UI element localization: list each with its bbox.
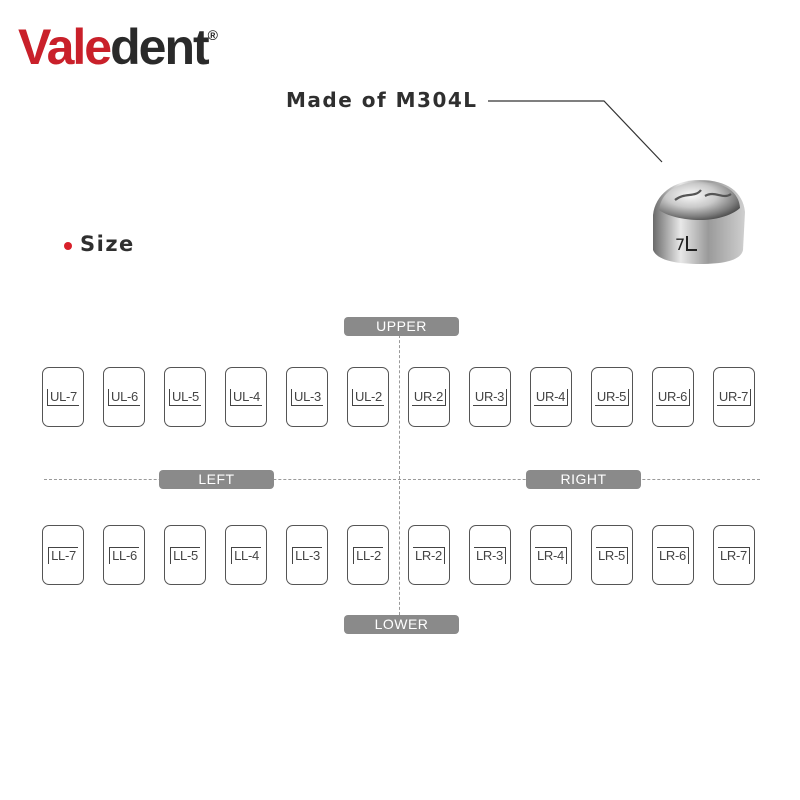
tooth-size-box: LR-6 <box>652 525 694 585</box>
tooth-size-box: LR-7 <box>713 525 755 585</box>
tooth-size-label: LR-2 <box>413 547 445 564</box>
tooth-size-box: LL-2 <box>347 525 389 585</box>
material-label: Made of M304L <box>286 88 478 112</box>
tooth-size-box: LL-4 <box>225 525 267 585</box>
tooth-size-label: UR-6 <box>655 389 691 406</box>
registered-mark: ® <box>207 27 218 44</box>
tooth-size-label: UL-3 <box>291 389 323 406</box>
tooth-size-label: UL-6 <box>108 389 140 406</box>
tooth-size-box: LL-6 <box>103 525 145 585</box>
tooth-size-label: LR-7 <box>718 547 750 564</box>
brand-logo: Valedent® <box>18 22 218 72</box>
tooth-size-label: UR-5 <box>594 389 630 406</box>
tooth-size-box: UL-7 <box>42 367 84 427</box>
tooth-size-label: UR-3 <box>472 389 508 406</box>
tooth-size-label: LL-6 <box>109 547 139 564</box>
tooth-size-box: LR-2 <box>408 525 450 585</box>
tooth-size-label: LR-6 <box>657 547 689 564</box>
tooth-size-label: UL-5 <box>169 389 201 406</box>
tooth-size-box: LR-4 <box>530 525 572 585</box>
stainless-steel-crown-icon: 7 <box>653 180 745 264</box>
tooth-size-label: LR-3 <box>474 547 506 564</box>
tooth-size-label: UR-7 <box>716 389 752 406</box>
tooth-size-label: LL-7 <box>48 547 78 564</box>
tooth-size-box: LL-3 <box>286 525 328 585</box>
tooth-size-box: LL-7 <box>42 525 84 585</box>
tooth-size-label: UL-2 <box>352 389 384 406</box>
tooth-size-label: LL-4 <box>231 547 261 564</box>
tooth-size-box: UR-4 <box>530 367 572 427</box>
tooth-size-label: LR-4 <box>535 547 567 564</box>
tooth-size-box: UR-6 <box>652 367 694 427</box>
lower-label: LOWER <box>344 615 459 634</box>
tooth-size-box: UL-2 <box>347 367 389 427</box>
tooth-size-box: UR-3 <box>469 367 511 427</box>
size-label: Size <box>80 232 135 256</box>
vertical-divider <box>399 330 400 620</box>
brand-logo-part2: dent <box>110 19 210 75</box>
tooth-size-box: UR-5 <box>591 367 633 427</box>
tooth-size-box: UR-2 <box>408 367 450 427</box>
svg-text:7: 7 <box>675 235 685 254</box>
tooth-size-label: UL-4 <box>230 389 262 406</box>
tooth-size-box: LL-5 <box>164 525 206 585</box>
size-heading: Size <box>64 232 135 256</box>
tooth-size-box: UL-5 <box>164 367 206 427</box>
tooth-size-label: UL-7 <box>47 389 79 406</box>
right-label: RIGHT <box>526 470 641 489</box>
tooth-size-label: LL-2 <box>353 547 383 564</box>
brand-logo-part1: Vale <box>18 19 112 75</box>
tooth-size-box: UL-3 <box>286 367 328 427</box>
upper-teeth-row: UL-7 UL-6 UL-5 UL-4 UL-3 UL-2 UR-2 UR-3 UR-4 UR-5… <box>0 367 800 429</box>
tooth-size-box: UR-7 <box>713 367 755 427</box>
tooth-size-label: UR-2 <box>411 389 447 406</box>
left-label: LEFT <box>159 470 274 489</box>
tooth-size-box: UL-4 <box>225 367 267 427</box>
tooth-size-box: LR-3 <box>469 525 511 585</box>
tooth-size-label: UR-4 <box>533 389 569 406</box>
tooth-size-label: LL-5 <box>170 547 200 564</box>
upper-label: UPPER <box>344 317 459 336</box>
bullet-dot-icon <box>64 242 72 250</box>
lower-teeth-row: LL-7 LL-6 LL-5 LL-4 LL-3 LL-2 LR-2 LR-3 LR-4 LR-5… <box>0 525 800 587</box>
tooth-size-label: LR-5 <box>596 547 628 564</box>
horizontal-divider <box>44 479 760 480</box>
tooth-size-label: LL-3 <box>292 547 322 564</box>
tooth-size-box: UL-6 <box>103 367 145 427</box>
tooth-size-box: LR-5 <box>591 525 633 585</box>
